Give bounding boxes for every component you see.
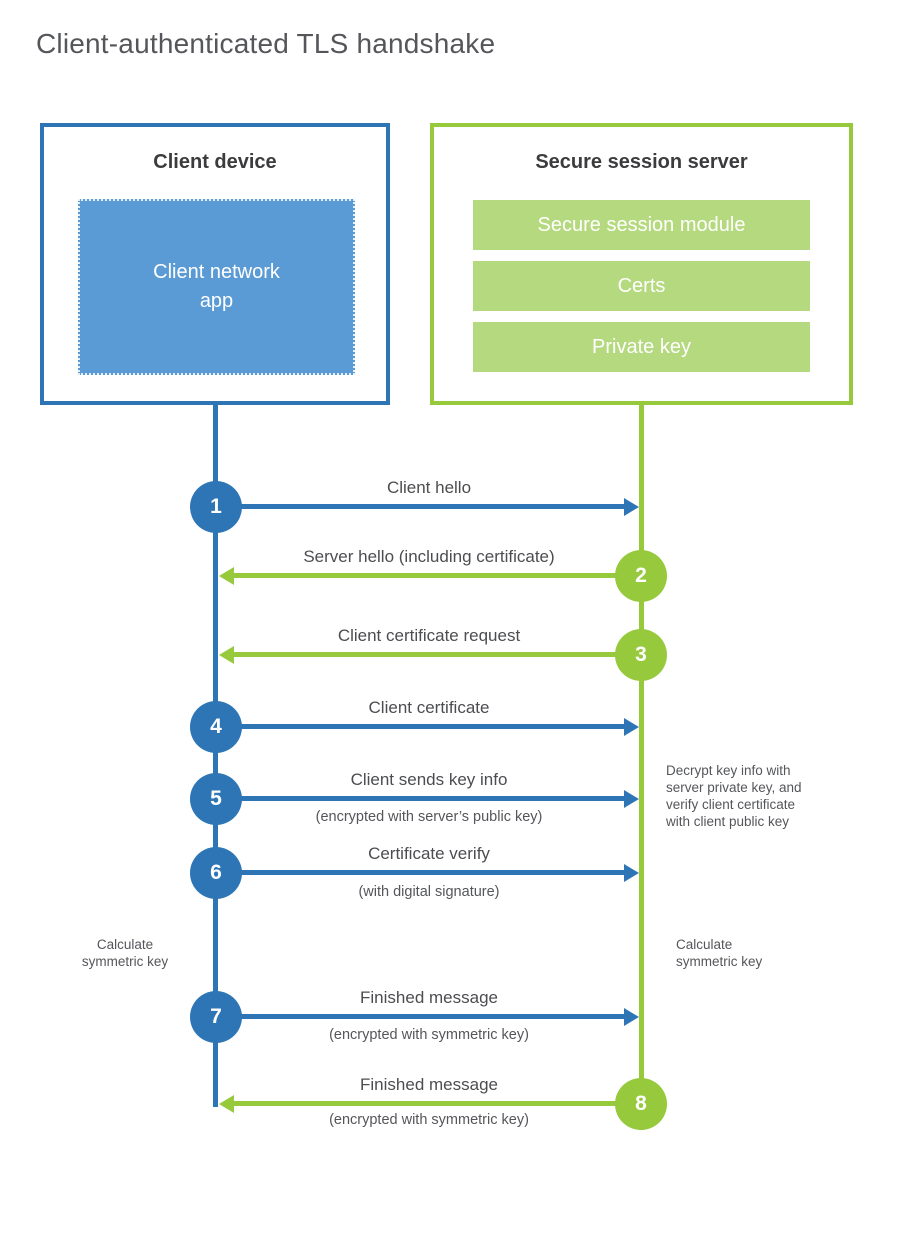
step-4-arrow-line <box>216 724 624 729</box>
step-4-circle: 4 <box>190 701 242 753</box>
step-7-label: Finished message <box>360 988 498 1007</box>
step-3-circle: 3 <box>615 629 667 681</box>
server-bar-certs: Certs <box>473 261 810 311</box>
step-7-circle: 7 <box>190 991 242 1043</box>
client-device-title: Client device <box>153 151 277 173</box>
step-3-arrowhead-left-icon <box>219 646 234 664</box>
step-5-circle: 5 <box>190 773 242 825</box>
step-7-number: 7 <box>210 1005 222 1028</box>
step-1-circle: 1 <box>190 481 242 533</box>
step-4-number: 4 <box>210 715 222 738</box>
calculate-symmetric-key-note-server: Calculate symmetric key <box>676 937 763 969</box>
decrypt-key-note: Decrypt key info with server private key… <box>666 763 802 829</box>
step-3-number: 3 <box>635 643 647 666</box>
step-5-sublabel: (encrypted with server’s public key) <box>315 809 543 825</box>
step-5-label: Client sends key info <box>350 770 508 789</box>
step-6-label: Certificate verify <box>368 844 490 863</box>
step-7-arrow-line <box>216 1014 624 1019</box>
step-4-label: Client certificate <box>368 698 490 717</box>
step-1-label: Client hello <box>386 478 472 497</box>
step-2-label: Server hello (including certificate) <box>303 547 555 566</box>
step-8-arrowhead-left-icon <box>219 1095 234 1113</box>
step-6-sublabel: (with digital signature) <box>358 884 500 900</box>
server-lifeline <box>639 405 644 1130</box>
step-6-arrowhead-right-icon <box>624 864 639 882</box>
step-8-number: 8 <box>635 1092 647 1115</box>
step-1-arrow-line <box>216 504 624 509</box>
step-8-sublabel: (encrypted with symmetric key) <box>329 1112 529 1128</box>
step-6-number: 6 <box>210 861 222 884</box>
step-6-arrow-line <box>216 870 624 875</box>
step-5-arrowhead-right-icon <box>624 790 639 808</box>
step-2-arrowhead-left-icon <box>219 567 234 585</box>
step-4-arrowhead-right-icon <box>624 718 639 736</box>
step-3-label: Client certificate request <box>337 626 521 645</box>
step-3-arrow-line <box>234 652 641 657</box>
client-network-app-label: Client network app <box>153 261 280 312</box>
step-7-arrowhead-right-icon <box>624 1008 639 1026</box>
calculate-symmetric-key-note-client: Calculate symmetric key <box>81 937 169 969</box>
step-6-circle: 6 <box>190 847 242 899</box>
client-lifeline <box>213 405 218 1107</box>
step-2-circle: 2 <box>615 550 667 602</box>
client-network-app-box: Client network app <box>78 199 355 375</box>
step-2-number: 2 <box>635 564 647 587</box>
step-1-number: 1 <box>210 495 222 518</box>
secure-session-server-title: Secure session server <box>535 151 748 173</box>
step-8-circle: 8 <box>615 1078 667 1130</box>
step-8-label: Finished message <box>360 1075 498 1094</box>
step-1-arrowhead-right-icon <box>624 498 639 516</box>
page-title: Client-authenticated TLS handshake <box>36 28 496 59</box>
step-5-number: 5 <box>210 787 222 810</box>
step-7-sublabel: (encrypted with symmetric key) <box>329 1027 529 1043</box>
step-2-arrow-line <box>234 573 641 578</box>
server-bar-secure-session-module: Secure session module <box>473 200 810 250</box>
step-5-arrow-line <box>216 796 624 801</box>
server-bar-private-key: Private key <box>473 322 810 372</box>
step-8-arrow-line <box>234 1101 641 1106</box>
